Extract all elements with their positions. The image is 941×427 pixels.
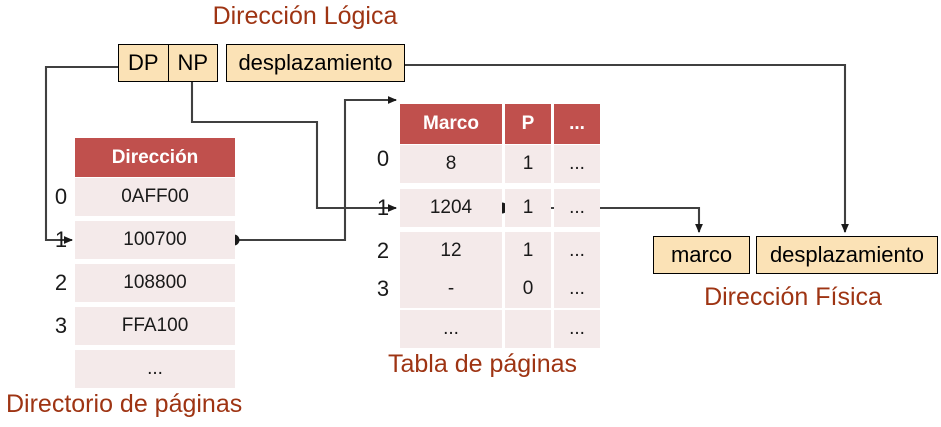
pagetable-cell-3-0: - bbox=[400, 270, 502, 308]
pagetable-cell-4-2: ... bbox=[554, 310, 600, 348]
logical-address-offset-box[interactable]: desplazamiento bbox=[226, 44, 405, 82]
directory-cell-0-0: 0AFF00 bbox=[75, 178, 235, 216]
pagetable-cell-1-2: ... bbox=[554, 189, 600, 227]
directory-cell-2-0: 108800 bbox=[75, 264, 235, 302]
directory-cell-4-0: ... bbox=[75, 350, 235, 388]
pagetable-row-index-1: 1 bbox=[376, 195, 390, 220]
directory-row-index-3: 3 bbox=[54, 313, 68, 338]
directory-cell-1-0: 100700 bbox=[75, 221, 235, 259]
directory-column-header-direccion: Dirección bbox=[75, 138, 235, 177]
pagetable-cell-1-0: 1204 bbox=[400, 189, 502, 227]
pagetable-column-header-p: P bbox=[505, 104, 551, 144]
pagetable-cell-0-2: ... bbox=[554, 145, 600, 183]
pagetable-cell-0-0: 8 bbox=[400, 145, 502, 183]
directory-cell-3-0: FFA100 bbox=[75, 307, 235, 345]
heading-page-table: Tabla de páginas bbox=[388, 350, 578, 378]
directory-row-index-1: 1 bbox=[54, 227, 68, 252]
physical-address-offset-box[interactable]: desplazamiento bbox=[756, 236, 938, 274]
pagetable-column-header-more: ... bbox=[554, 104, 600, 144]
logical-address-dp-np-box[interactable]: DP NP bbox=[118, 44, 218, 82]
pagetable-cell-2-0: 12 bbox=[400, 232, 502, 270]
pagetable-cell-2-2: ... bbox=[554, 232, 600, 270]
pagetable-cell-4-1 bbox=[505, 310, 551, 348]
pagetable-cell-3-2: ... bbox=[554, 270, 600, 308]
directory-row-index-0: 0 bbox=[54, 184, 68, 209]
directory-row-index-2: 2 bbox=[54, 270, 68, 295]
physical-address-frame-box[interactable]: marco bbox=[653, 236, 750, 274]
heading-logical-address: Dirección Lógica bbox=[212, 2, 398, 30]
pagetable-cell-0-1: 1 bbox=[505, 145, 551, 183]
heading-physical-address: Dirección Física bbox=[704, 283, 882, 311]
pagetable-cell-2-1: 1 bbox=[505, 232, 551, 270]
pagetable-cell-1-1: 1 bbox=[505, 189, 551, 227]
pagetable-row-index-2: 2 bbox=[376, 238, 390, 263]
pagetable-cell-3-1: 0 bbox=[505, 270, 551, 308]
logical-field-dp[interactable]: DP bbox=[127, 50, 159, 75]
pagetable-cell-4-0: ... bbox=[400, 310, 502, 348]
pagetable-column-header-marco: Marco bbox=[400, 104, 502, 144]
heading-page-directory: Directorio de páginas bbox=[6, 390, 243, 418]
pagetable-row-index-3: 3 bbox=[376, 276, 390, 301]
pagetable-row-index-0: 0 bbox=[376, 146, 390, 171]
logical-field-np[interactable]: NP bbox=[167, 45, 218, 81]
